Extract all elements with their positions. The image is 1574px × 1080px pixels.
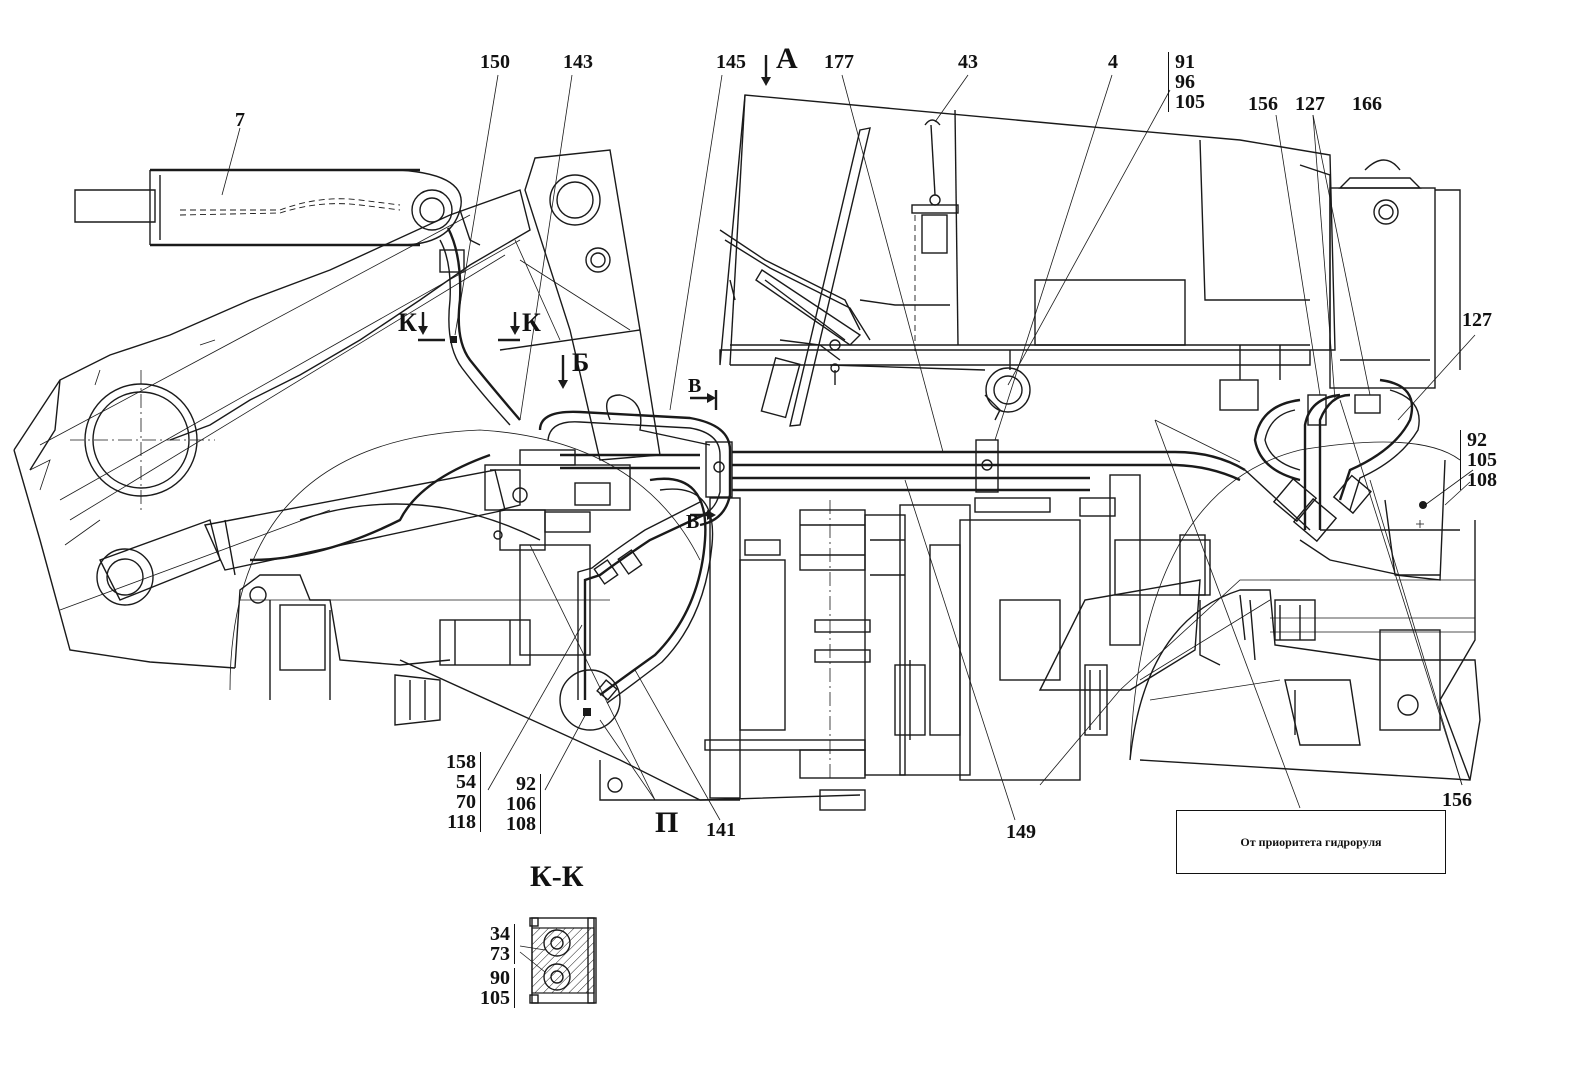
part-label-106: 106 [506,793,536,815]
part-label-43: 43 [958,51,978,73]
cab-body [719,94,1336,427]
part-label-150: 150 [480,51,510,73]
part-label-118: 118 [447,811,476,833]
part-label-4: 4 [1108,51,1118,73]
part-label-108: 108 [1467,469,1497,491]
lever-43 [911,119,959,355]
part-label-92: 92 [516,773,536,795]
part-stack-90-105: 90 105 [480,968,515,1008]
part-label-127-top: 127 [1295,93,1325,115]
hose-150 [439,227,521,426]
part-stack-91-96-105: 91 96 105 [1168,52,1205,112]
part-label-156-top: 156 [1248,93,1278,115]
view-mark-a: А [776,42,798,75]
section-title-kk: К-К [530,860,584,893]
section-arrows [418,55,771,520]
part-label-177: 177 [824,51,854,73]
part-label-166: 166 [1352,93,1382,115]
part-label-105: 105 [480,987,510,1009]
clamp-4 [984,350,1031,421]
chassis-center [704,474,1300,811]
section-mark-k-right: К [522,308,541,337]
valve-block [484,449,631,551]
part-stack-92-105-108-right: 92 105 108 [1460,430,1497,490]
part-label-141: 141 [706,819,736,841]
part-label-108: 108 [506,813,536,835]
gearbox-right [1129,520,1481,781]
note-box: От приоритета гидроруля [1176,810,1446,874]
part-label-70: 70 [456,791,476,813]
lower-hydraulic-cylinder [59,469,521,611]
section-mark-k-left: К [398,308,417,337]
detail-mark-p: П [655,806,679,839]
part-label-54: 54 [456,771,476,793]
view-mark-b: Б [572,348,590,377]
chassis-lower [234,503,861,801]
part-label-91: 91 [1175,51,1195,73]
wheel-outline [229,429,1461,761]
main-pipe-run [538,394,1246,527]
part-label-156-bottom: 156 [1442,789,1472,811]
part-label-149: 149 [1006,821,1036,843]
bracket-plate [499,149,661,461]
section-mark-v-top: В [688,375,702,397]
part-label-90: 90 [490,967,510,989]
part-label-96: 96 [1175,71,1195,93]
part-label-92: 92 [1467,429,1487,451]
part-label-105: 105 [1175,91,1205,113]
part-stack-158-54-70-118: 158 54 70 118 [446,752,481,832]
part-label-145: 145 [716,51,746,73]
part-stack-92-106-108-bottom: 92 106 108 [506,774,541,834]
section-kk-detail [519,917,597,1004]
section-mark-v-bottom: В [686,511,700,533]
part-label-7: 7 [235,109,245,131]
part-label-143: 143 [563,51,593,73]
boom-frame [13,189,531,669]
upper-hydraulic-cylinder [74,168,481,247]
part-label-105: 105 [1467,449,1497,471]
part-label-158: 158 [446,751,476,773]
oil-tank-166 [1219,159,1461,581]
part-label-34: 34 [490,923,510,945]
part-label-73: 73 [490,943,510,965]
part-stack-34-73: 34 73 [490,924,515,964]
note-text: От приоритета гидроруля [1240,834,1382,849]
leader-lines [221,74,1476,821]
hose-141-158 [249,453,714,731]
part-label-127-right: 127 [1462,309,1492,331]
